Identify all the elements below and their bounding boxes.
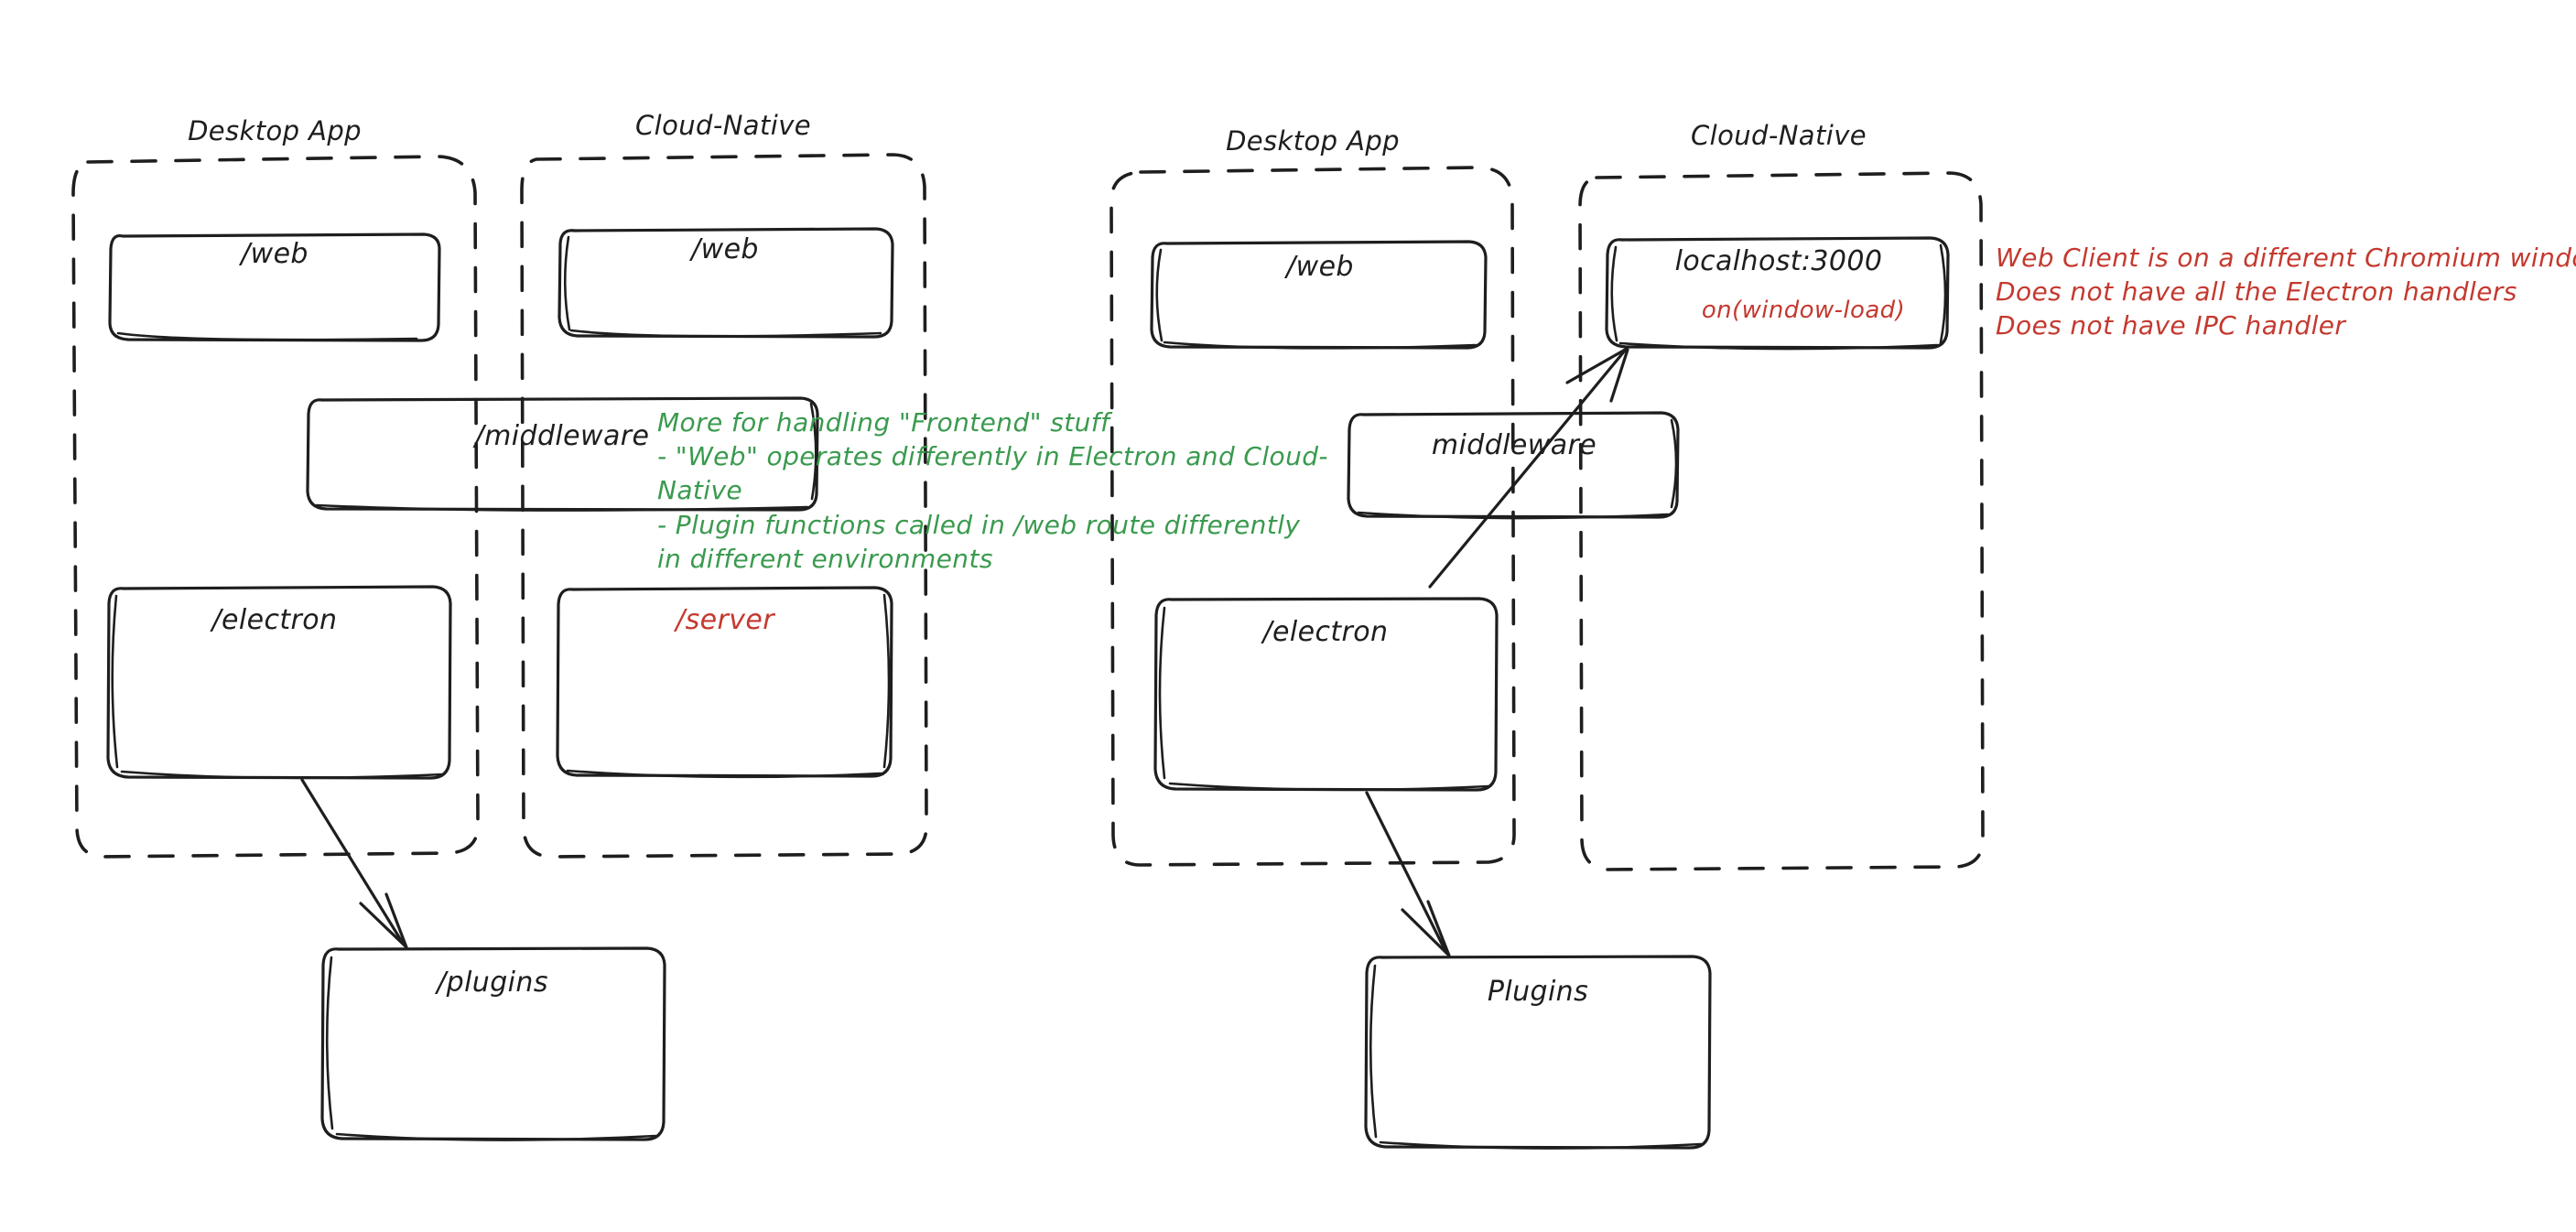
right-box-web-desktop-shape (1150, 240, 1488, 350)
right-box-plugins-shape (1364, 955, 1712, 1150)
right-box-electron-shape (1153, 597, 1499, 792)
right-box-middleware-shape (1347, 411, 1680, 520)
left-arrow-electron-to-plugins (300, 778, 408, 949)
right-box-localhost-shape (1605, 236, 1950, 351)
left-group-desktop-app-border (71, 155, 480, 859)
left-box-web-desktop-shape (108, 232, 441, 342)
left-box-middleware-shape (306, 396, 819, 512)
right-group-desktop-app-border (1109, 166, 1516, 867)
left-group-cloud-native-border (520, 153, 928, 859)
right-group-cloud-native-border (1578, 171, 1985, 871)
right-arrow-electron-to-localhost (1428, 347, 1629, 589)
left-box-web-cloud-shape (557, 227, 894, 339)
right-arrow-electron-to-plugins (1365, 791, 1451, 957)
left-box-electron-shape (106, 585, 452, 780)
left-box-server-shape (556, 586, 893, 779)
left-box-plugins-shape (320, 946, 666, 1141)
